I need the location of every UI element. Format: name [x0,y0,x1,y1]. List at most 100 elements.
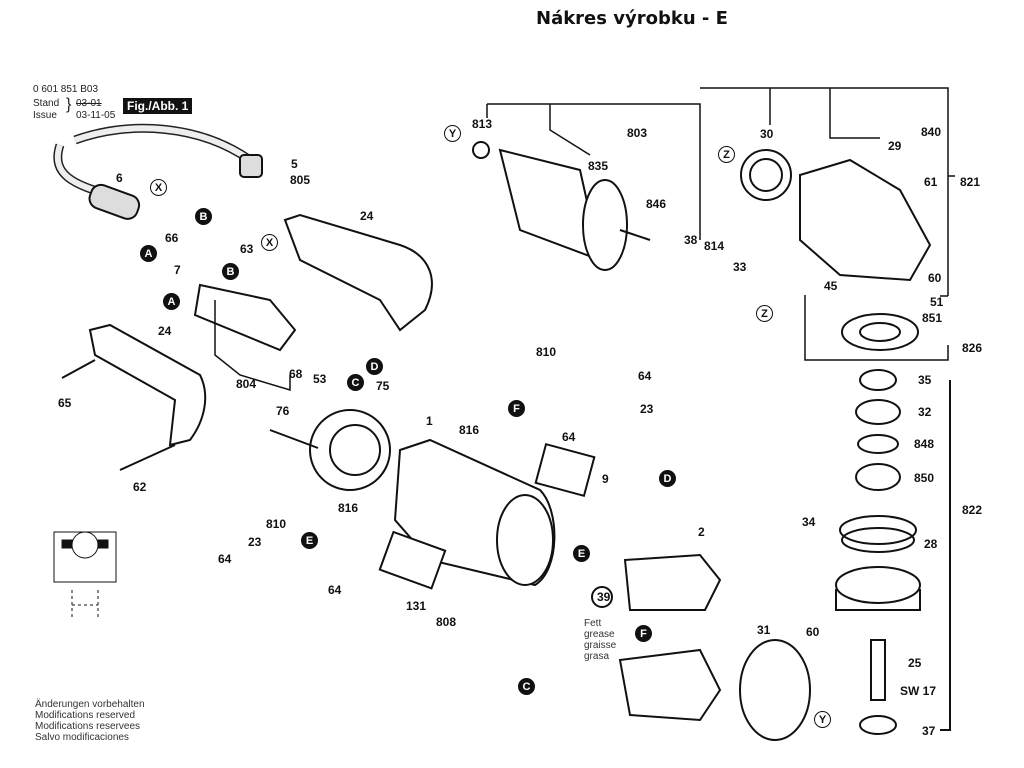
grease-note-de: Fett [584,618,602,629]
grease-note-es: grasa [584,651,610,662]
part-label: 34 [802,515,816,529]
part-label: 810 [536,345,557,359]
part-label: 64 [328,583,342,597]
connector-d: D [659,470,676,487]
part-label: 5 [291,157,298,171]
part-label: 38 [684,233,698,247]
part-label: 66 [165,231,179,245]
field-coil-upper [623,553,722,611]
marker-x: X [150,179,167,196]
part-label: 850 [914,471,935,485]
figure-badge: Fig./Abb. 1 [123,98,193,114]
part-label: 803 [627,126,648,140]
part-label: 840 [921,125,942,139]
connector-b: B [222,263,239,280]
footer-note-fr: Modifications reservees [35,721,141,732]
part-label: 37 [922,724,936,738]
part-label: 63 [240,242,254,256]
grease-note-fr: graisse [584,640,617,651]
handle-upper [283,213,433,332]
part-label: 68 [289,367,303,381]
connector-f: F [635,625,652,642]
connector-a: A [140,245,157,262]
part-label: 65 [58,396,72,410]
old-date: 03-01 [76,98,102,109]
plug [239,154,263,178]
part-label: 9 [602,472,609,486]
marker-x: X [261,234,278,251]
connector-c: C [347,374,364,391]
part-label: 826 [962,341,983,355]
part-label: 33 [733,260,747,274]
page-title: Nákres výrobku - E [536,8,728,29]
part-label: 24 [158,324,172,338]
part-label: 835 [588,159,609,173]
part-label: 64 [638,369,652,383]
marker-z: Z [756,305,773,322]
part-label: 848 [914,437,935,451]
footer-note-de: Änderungen vorbehalten [35,699,145,710]
part-label: 7 [174,263,181,277]
part-number: 0 601 851 B03 [33,84,99,95]
part-label: 804 [236,377,257,391]
part-label: 24 [360,209,374,223]
part-label: 39 [597,590,611,604]
spindle [870,639,886,701]
part-label: 851 [922,311,943,325]
marker-y: Y [444,125,461,142]
bevel-gear-large [841,313,919,351]
connector-f: F [508,400,525,417]
part-label: 2 [698,525,705,539]
part-label: 35 [918,373,932,387]
grease-note-en: grease [584,629,615,640]
field-coil-lower [618,648,722,722]
part-label: 6 [116,171,123,185]
part-label: 29 [888,139,902,153]
part-label: 1 [426,414,433,428]
gear-housing [799,158,932,282]
part-label: 64 [218,552,232,566]
part-label: 60 [806,625,820,639]
part-label: 31 [757,623,771,637]
connector-c: C [518,678,535,695]
handle-lower [88,323,207,447]
stand-label: Stand [33,98,60,109]
part-label: 64 [562,430,576,444]
part-label: 846 [646,197,667,211]
part-label: 816 [459,423,480,437]
issue-date: 03-11-05 [76,110,116,121]
part-label: 810 [266,517,287,531]
part-label: 805 [290,173,311,187]
part-label: 45 [824,279,838,293]
part-label: 60 [928,271,942,285]
part-label: 75 [376,379,390,393]
part-label: 131 [406,599,427,613]
connector-e: E [573,545,590,562]
connector-b: B [195,208,212,225]
bevel-gear-small [740,149,792,201]
part-label: 821 [960,175,981,189]
switch-module [193,283,297,352]
brace: } [66,96,72,113]
part-label: 814 [704,239,725,253]
footer-note-en: Modifications reserved [35,710,136,721]
connector-e: E [301,532,318,549]
footer-notes: Änderungen vorbehalten Modifications res… [35,699,145,743]
end-cap [309,409,391,491]
part-label: 32 [918,405,932,419]
part-label: 30 [760,127,774,141]
part-label: 822 [962,503,983,517]
circuit-schematic [53,531,117,620]
part-label: 813 [472,117,493,131]
part-label: 25 [908,656,922,670]
part-label: 61 [924,175,938,189]
part-label: 51 [930,295,944,309]
part-label: 816 [338,501,359,515]
part-label: 23 [248,535,262,549]
connector-a: A [163,293,180,310]
marker-y: Y [814,711,831,728]
part-label: 53 [313,372,327,386]
marker-z: Z [718,146,735,163]
part-label: 76 [276,404,290,418]
